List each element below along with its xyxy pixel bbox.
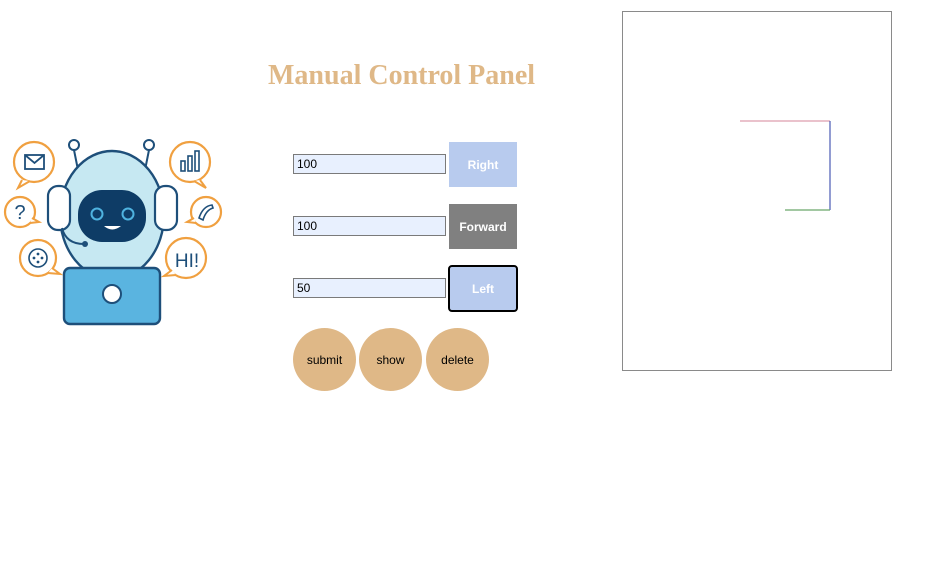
question-mark-text: ? [14, 202, 25, 224]
right-button[interactable]: Right [449, 142, 517, 187]
hi-bubble-icon: HI! [160, 236, 208, 280]
submit-button[interactable]: submit [293, 328, 356, 391]
bar-chart-icon [168, 140, 212, 189]
robot-icon [46, 139, 179, 281]
path-drawing [740, 120, 831, 211]
robot-illustration: ? HI! [3, 139, 223, 326]
page-title: Manual Control Panel [268, 60, 536, 91]
left-button[interactable]: Left [448, 265, 518, 312]
hi-text: HI! [175, 251, 199, 272]
left-distance-input[interactable] [293, 278, 446, 298]
mail-icon [12, 140, 56, 191]
forward-distance-input[interactable] [293, 216, 446, 236]
forward-button[interactable]: Forward [449, 204, 517, 249]
dots-icon [18, 238, 64, 278]
question-icon: ? [3, 195, 43, 229]
laptop-icon [62, 266, 162, 326]
show-button[interactable]: show [359, 328, 422, 391]
right-distance-input[interactable] [293, 154, 446, 174]
delete-button[interactable]: delete [426, 328, 489, 391]
path-canvas[interactable] [622, 11, 892, 371]
phone-icon [183, 195, 223, 229]
